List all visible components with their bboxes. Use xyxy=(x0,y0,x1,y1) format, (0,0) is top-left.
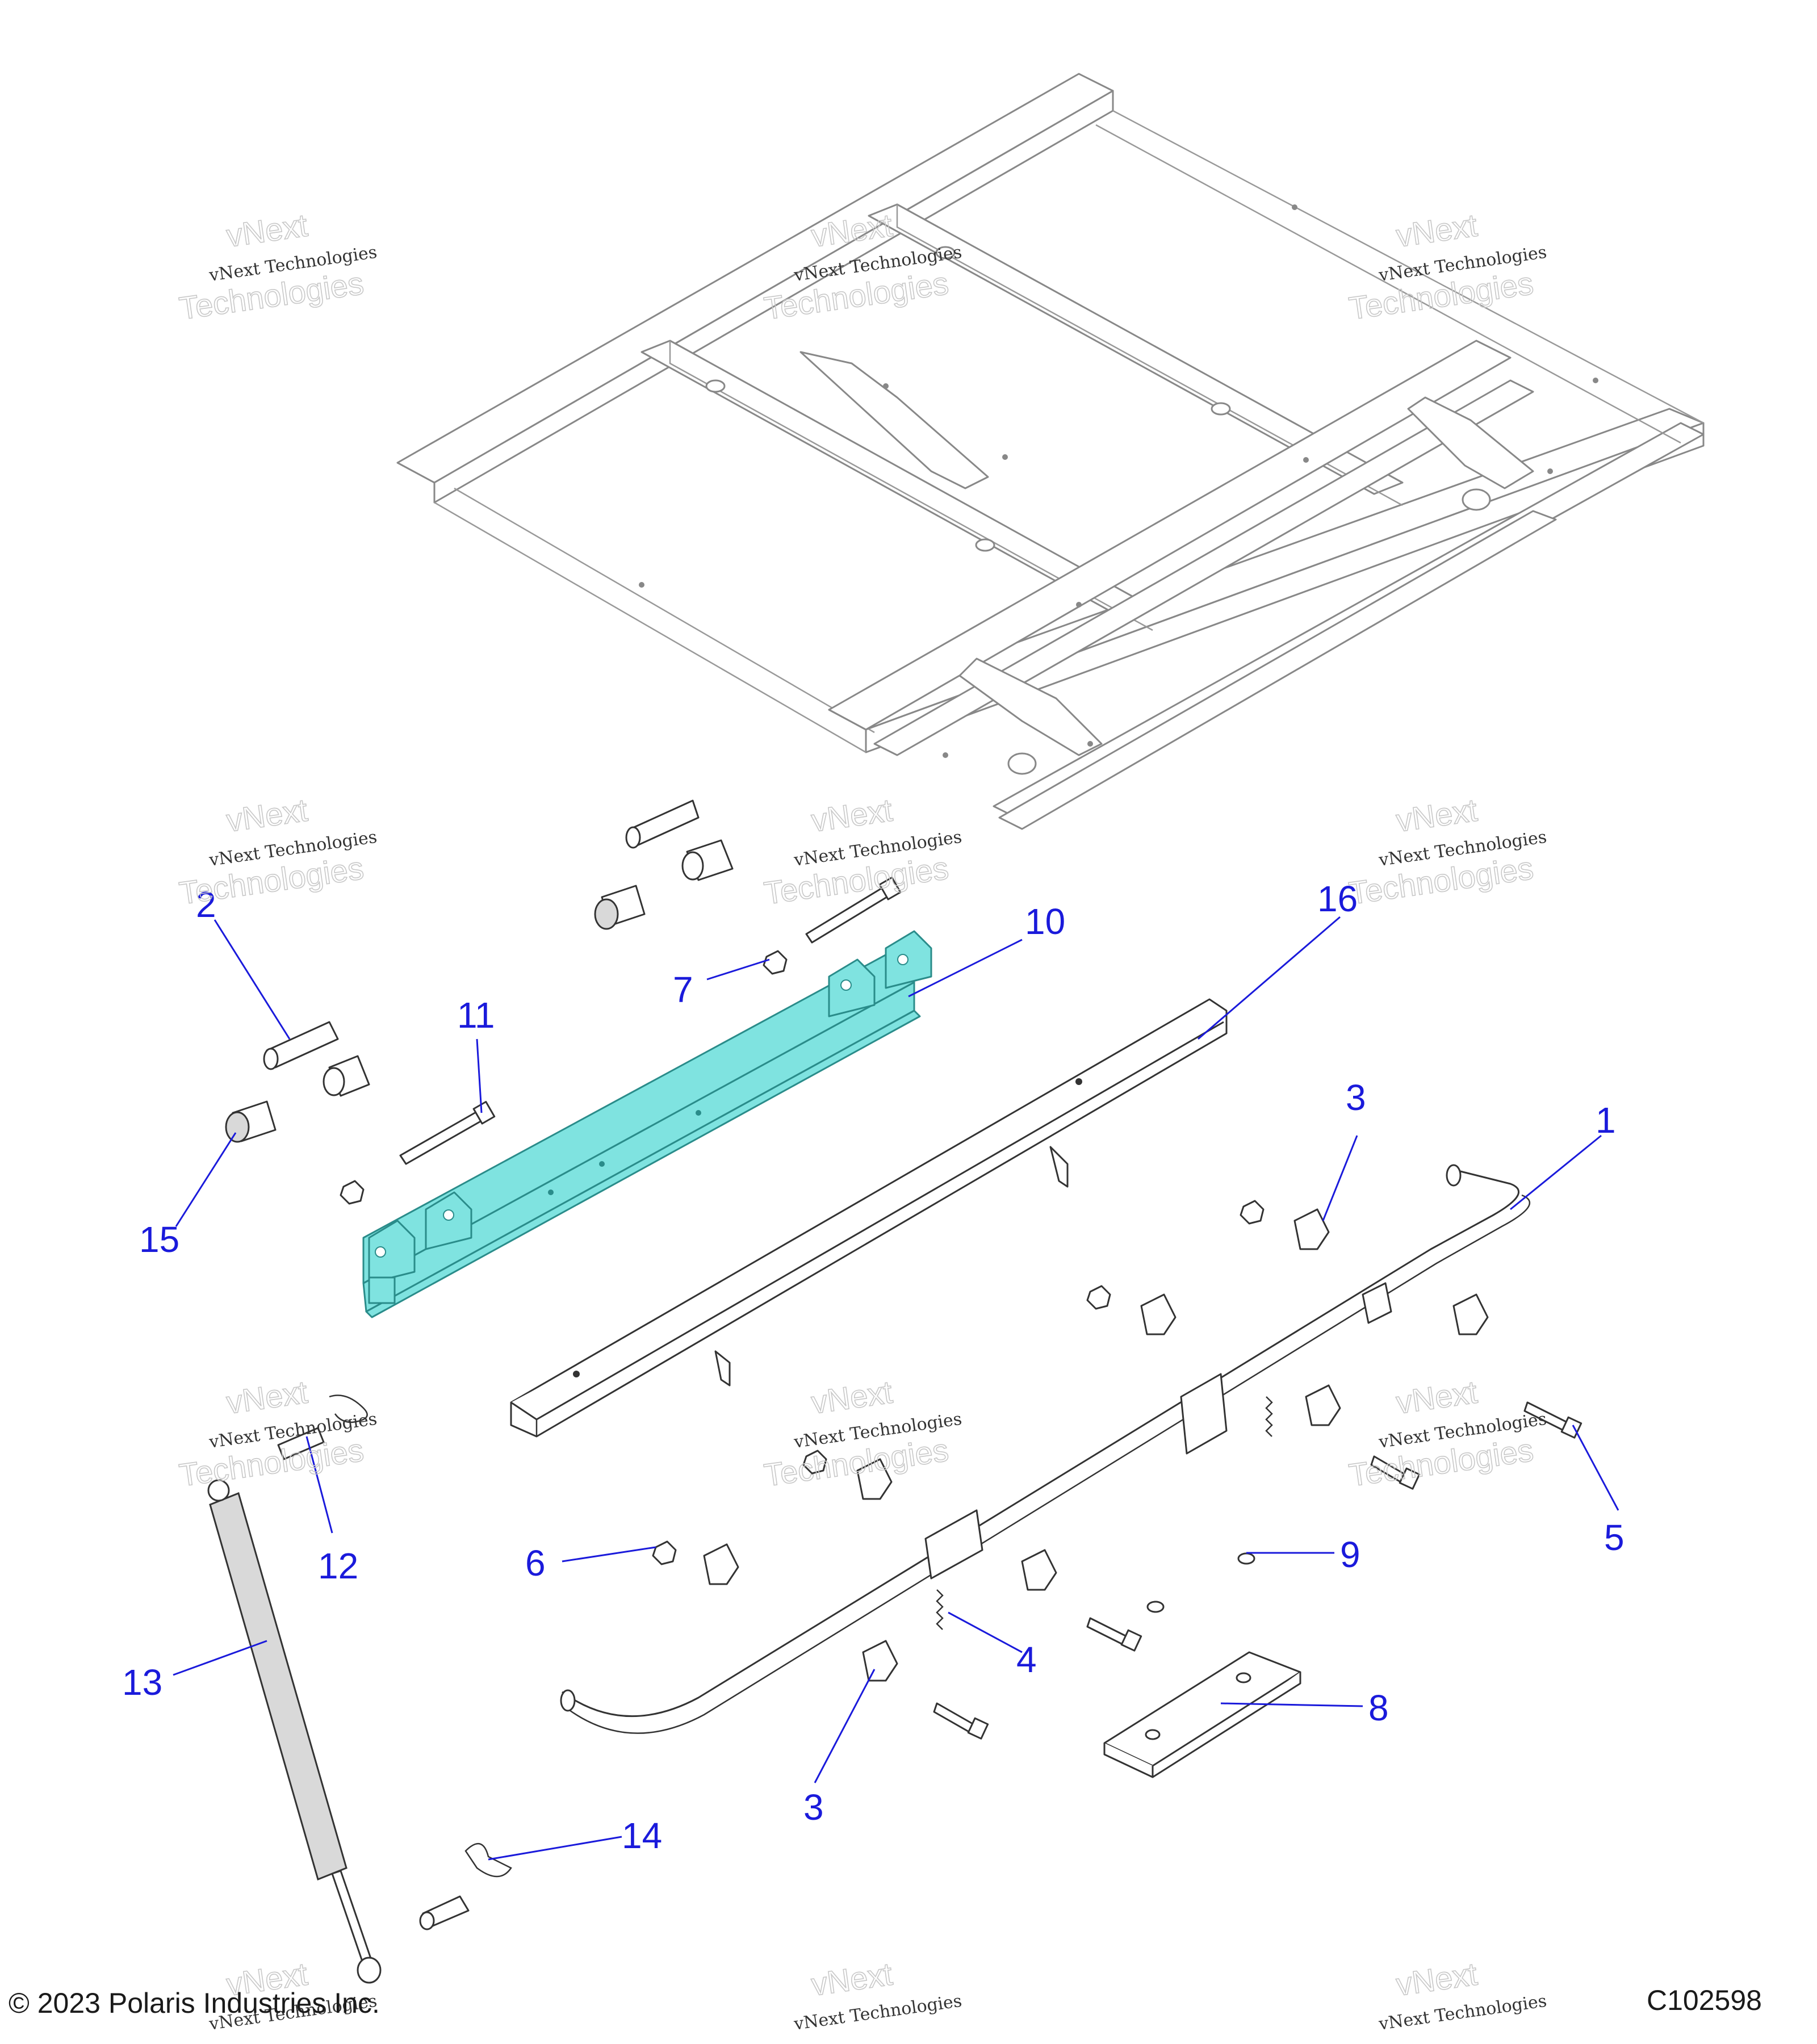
part-8-plate xyxy=(1103,1651,1301,1778)
watermark-5: vNext vNext Technologies Technologies xyxy=(761,791,963,912)
nuts-misc xyxy=(652,1200,1265,1565)
part-16-angle xyxy=(510,998,1228,1438)
callout-16: 16 xyxy=(1317,878,1358,919)
watermark-6: vNext vNext Technologies Technologies xyxy=(1346,791,1548,912)
cargo-frame xyxy=(396,73,1705,830)
part-13-gas-strut xyxy=(207,1479,382,1984)
svg-text:vNext: vNext xyxy=(1394,207,1480,253)
watermark-11: vNext vNext Technologies xyxy=(792,1955,963,2034)
callouts: 1 2 3 3 4 5 6 7 8 9 10 11 12 13 14 15 16 xyxy=(122,878,1625,1856)
copyright-text: © 2023 Polaris Industries Inc. xyxy=(9,1987,380,2019)
svg-text:vNext: vNext xyxy=(1394,1955,1480,2002)
callout-10: 10 xyxy=(1025,901,1065,942)
svg-text:vNext: vNext xyxy=(1394,791,1480,838)
svg-text:vNext: vNext xyxy=(224,1373,310,1420)
diagram-code: C102598 xyxy=(1647,1984,1762,2016)
callout-12: 12 xyxy=(318,1545,358,1586)
svg-text:vNext: vNext xyxy=(809,1373,895,1420)
clip-14 xyxy=(419,1842,512,1930)
part-1-handle-rod xyxy=(560,1164,1531,1734)
callout-11: 11 xyxy=(457,995,495,1036)
watermark-4: vNext vNext Technologies Technologies xyxy=(177,791,378,912)
bushing-set-top xyxy=(594,799,734,930)
callout-2: 2 xyxy=(196,884,216,925)
bolts-misc xyxy=(933,1401,1582,1740)
pin-12 xyxy=(277,1394,368,1460)
svg-text:vNext: vNext xyxy=(809,1955,895,2002)
callout-9: 9 xyxy=(1340,1534,1360,1575)
bolt-11 xyxy=(399,1101,496,1165)
svg-text:vNext: vNext xyxy=(809,791,895,838)
callout-14: 14 xyxy=(622,1815,662,1856)
callout-1: 1 xyxy=(1596,1100,1616,1141)
watermark-7: vNext vNext Technologies Technologies xyxy=(177,1373,378,1494)
callout-3-top: 3 xyxy=(1346,1077,1366,1118)
callout-15: 15 xyxy=(139,1219,179,1260)
svg-text:vNext: vNext xyxy=(224,207,310,253)
watermark-3: vNext vNext Technologies Technologies xyxy=(1346,207,1548,327)
part-10-channel xyxy=(362,930,932,1318)
watermark-1: vNext vNext Technologies Technologies xyxy=(177,207,378,327)
bolt-long-top xyxy=(805,877,902,944)
callout-8: 8 xyxy=(1368,1687,1389,1728)
callout-5: 5 xyxy=(1604,1517,1625,1558)
watermark-12: vNext vNext Technologies xyxy=(1377,1955,1548,2034)
nut-7 xyxy=(763,950,788,975)
nut-left xyxy=(340,1180,365,1205)
bushing-set-left xyxy=(225,1021,370,1143)
svg-text:vNext: vNext xyxy=(224,791,310,838)
spring-4 xyxy=(936,1396,1273,1630)
clip-3-top xyxy=(703,1208,1489,1682)
callout-13: 13 xyxy=(122,1662,162,1703)
callout-4: 4 xyxy=(1016,1639,1037,1680)
svg-text:vNext: vNext xyxy=(809,207,895,253)
callout-3-bottom: 3 xyxy=(803,1787,824,1828)
leader-lines xyxy=(173,916,1619,1861)
svg-text:vNext: vNext xyxy=(1394,1373,1480,1420)
watermark-9: vNext vNext Technologies Technologies xyxy=(1346,1373,1548,1494)
callout-6: 6 xyxy=(525,1543,546,1584)
callout-7: 7 xyxy=(673,969,693,1010)
